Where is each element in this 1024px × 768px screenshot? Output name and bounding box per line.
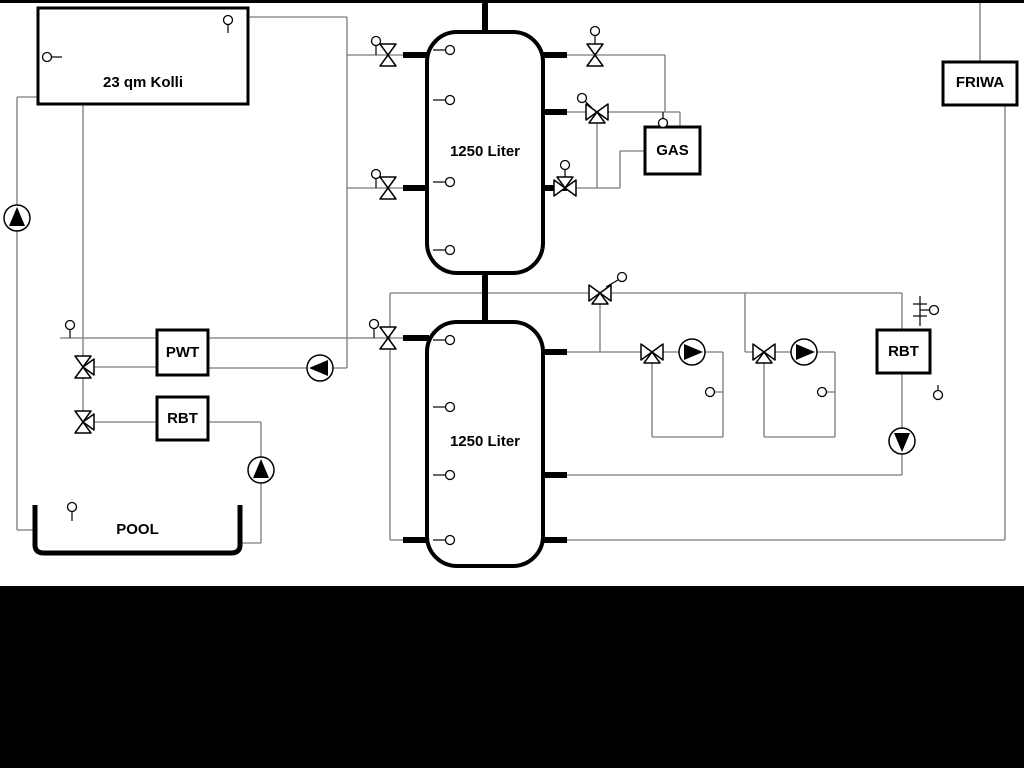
pump-icon-circuit-1 <box>678 338 706 366</box>
pump-icon-pool <box>247 456 275 484</box>
three-way-valve-icon-rbt-left <box>74 410 95 434</box>
rbt-right-outline <box>875 328 932 375</box>
pump-icon-rbt-right <box>888 427 916 455</box>
three-way-valve-icon-pwt <box>74 355 95 379</box>
valve-icon-manifold-top <box>379 43 397 67</box>
valve-icon-manifold-mid <box>379 176 397 200</box>
friwa-station-outline <box>941 60 1019 107</box>
pwt-heat-exchanger-outline <box>155 328 210 377</box>
three-way-valve-icon-circuit-2 <box>752 343 776 364</box>
pump-icon-circuit-2 <box>790 338 818 366</box>
heater-ticks-icon <box>913 296 927 326</box>
three-way-valve-icon-boiler-flow <box>585 103 609 124</box>
top-border <box>0 0 1024 3</box>
valve-icon-manifold-bottom <box>379 326 397 350</box>
letterbox-mask <box>0 586 1024 768</box>
pool-outline <box>32 505 243 556</box>
rbt-left-outline <box>155 395 210 442</box>
buffer-tank-2-outline <box>425 320 545 568</box>
three-way-valve-icon-boiler-return <box>553 176 577 197</box>
three-way-valve-icon-circuit-1 <box>640 343 664 364</box>
sensor-icons <box>41 14 944 546</box>
pump-icon-pwt <box>306 354 334 382</box>
pump-icon-solar <box>3 204 31 232</box>
three-way-valve-icon-header <box>588 284 612 305</box>
buffer-tank-1-outline <box>425 30 545 275</box>
solar-collector-outline <box>36 6 250 106</box>
gas-boiler-outline <box>643 125 702 176</box>
